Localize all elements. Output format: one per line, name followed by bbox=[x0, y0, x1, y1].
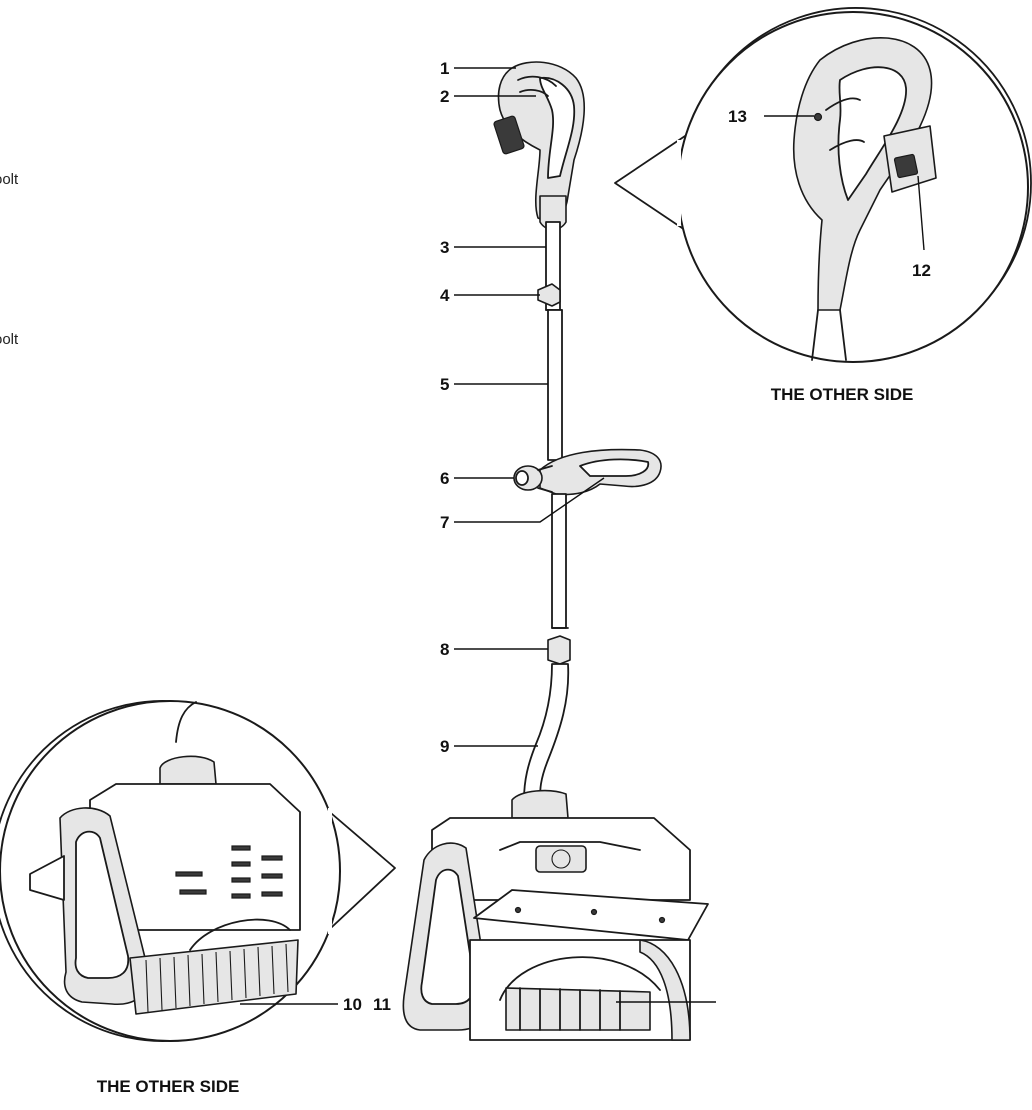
callout-3: 3 bbox=[440, 238, 449, 257]
callout-4: 4 bbox=[440, 286, 450, 305]
callout-labels: 1 2 3 4 5 6 7 8 9 10 11 12 13 bbox=[343, 59, 931, 1014]
callout-6: 6 bbox=[440, 469, 449, 488]
lower-lock bbox=[547, 635, 571, 665]
bottom-inset-caption: THE OTHER SIDE bbox=[97, 1077, 240, 1096]
curved-tube bbox=[523, 663, 570, 801]
auxiliary-handle bbox=[513, 448, 662, 496]
callout-10: 10 bbox=[343, 995, 362, 1014]
bottom-inset bbox=[0, 700, 396, 1042]
callout-1: 1 bbox=[440, 59, 449, 78]
vents bbox=[175, 845, 283, 899]
middle-tube bbox=[547, 309, 563, 461]
callout-2: 2 bbox=[440, 87, 449, 106]
callout-8: 8 bbox=[440, 640, 449, 659]
callout-13: 13 bbox=[728, 107, 747, 126]
upper-knob bbox=[537, 283, 561, 307]
motor-housing bbox=[431, 789, 691, 901]
callout-12: 12 bbox=[912, 261, 931, 280]
top-inset bbox=[614, 7, 1032, 363]
scraper-plate bbox=[473, 889, 709, 941]
callout-9: 9 bbox=[440, 737, 449, 756]
callout-5: 5 bbox=[440, 375, 449, 394]
auger bbox=[505, 987, 651, 1031]
main-shovel-illustration bbox=[402, 61, 709, 1041]
side-text-2: oolt bbox=[0, 331, 19, 348]
side-text-1: oolt bbox=[0, 171, 19, 188]
top-inset-caption: THE OTHER SIDE bbox=[771, 385, 914, 404]
callout-7: 7 bbox=[440, 513, 449, 532]
lower-tube bbox=[551, 493, 567, 629]
leader-lines bbox=[240, 67, 925, 1005]
scraper-blade bbox=[129, 939, 299, 1015]
callout-11: 11 bbox=[373, 995, 391, 1014]
top-handle bbox=[493, 61, 586, 231]
